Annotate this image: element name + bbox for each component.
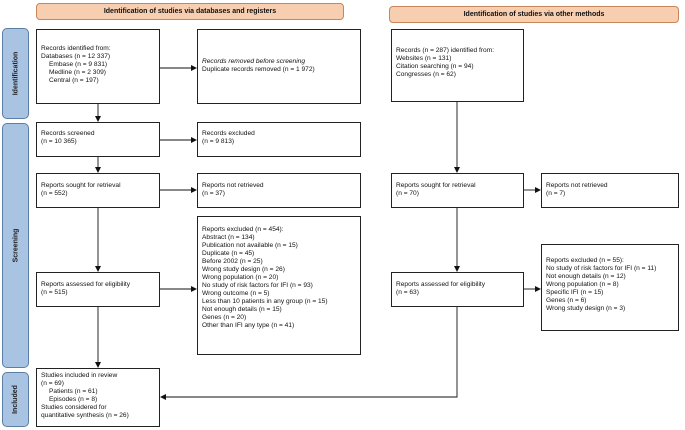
box-text-line: Reports assessed for eligibility <box>396 281 486 288</box>
other-reports-not-retrieved-box: Reports not retrieved (n = 7) <box>541 173 679 208</box>
records-screened-box: Records screened (n = 10 365) <box>36 122 160 157</box>
box-text-line: Congresses (n = 62) <box>396 71 456 78</box>
box-text-line: Patients (n = 61) <box>49 388 98 395</box>
box-text-line: Wrong outcome (n = 5) <box>202 290 270 297</box>
box-text-line: (n = 69) <box>41 380 64 387</box>
box-text-line: Databases (n = 12 337) <box>41 53 111 60</box>
box-text-line: Reports assessed for eligibility <box>41 281 131 288</box>
box-text-line: Reports excluded (n = 454): <box>202 226 284 233</box>
box-text-line: Records (n = 287) identified from: <box>396 47 495 54</box>
box-text-line: Episodes (n = 8) <box>49 396 98 403</box>
box-text-line: Citation searching (n = 94) <box>396 63 474 70</box>
box-text-line: Wrong study design (n = 26) <box>202 266 285 273</box>
box-text-line: Studies included in review <box>41 372 118 379</box>
phase-identification: Identification <box>2 28 29 119</box>
other-records-identified-box: Records (n = 287) identified from: Websi… <box>391 29 524 102</box>
other-reports-excluded-box: Reports excluded (n = 55): No study of r… <box>541 244 679 331</box>
header-other-methods: Identification of studies via other meth… <box>389 6 679 23</box>
box-text-line: Wrong population (n = 8) <box>546 281 619 288</box>
other-reports-assessed-box: Reports assessed for eligibility (n = 63… <box>391 272 524 307</box>
box-text-line: Before 2002 (n = 25) <box>202 258 263 265</box>
box-text-line: Publication not available (n = 15) <box>202 242 298 249</box>
box-text-line: No study of risk factors for IFI (n = 93… <box>202 282 313 289</box>
other-reports-sought-box: Reports sought for retrieval (n = 70) <box>391 173 524 208</box>
box-text-line: Not enough details (n = 12) <box>546 273 626 280</box>
box-text-line: Reports excluded (n = 55): <box>546 257 624 264</box>
reports-assessed-box: Reports assessed for eligibility (n = 51… <box>36 272 160 307</box>
records-removed-title: Records removed before screening <box>202 58 305 65</box>
box-text-line: (n = 7) <box>546 190 566 197</box>
reports-excluded-box: Reports excluded (n = 454): Abstract (n … <box>197 216 361 355</box>
box-text-line: Other than IFI any type (n = 41) <box>202 322 295 329</box>
box-text-line: Less than 10 patients in any group (n = … <box>202 298 328 305</box>
box-text-line: Medline (n = 2 309) <box>49 69 106 76</box>
box-text-line: Records excluded <box>202 130 255 137</box>
box-text-line: Specific IFI (n = 15) <box>546 289 604 296</box>
box-text-line: (n = 70) <box>396 190 419 197</box>
box-text-line: Reports not retrieved <box>202 182 264 189</box>
box-text-line: Genes (n = 6) <box>546 297 587 304</box>
box-text-line: (n = 552) <box>41 190 68 197</box>
studies-included-box: Studies included in review (n = 69) Pati… <box>36 368 160 427</box>
box-text-line: Abstract (n = 134) <box>202 234 255 241</box>
records-excluded-box: Records excluded (n = 9 813) <box>197 122 361 157</box>
box-text-line: Wrong population (n = 20) <box>202 274 279 281</box>
records-identified-box: Records identified from: Databases (n = … <box>36 29 160 104</box>
records-removed-box: Records removed before screening Duplica… <box>197 29 361 104</box>
box-text-line: Records identified from: <box>41 45 111 52</box>
box-text-line: Embase (n = 9 831) <box>49 61 108 68</box>
box-text-line: Central (n = 197) <box>49 77 99 84</box>
phase-included: Included <box>2 372 29 427</box>
reports-not-retrieved-box: Reports not retrieved (n = 37) <box>197 173 361 208</box>
box-text-line: Websites (n = 131) <box>396 55 452 62</box>
box-text-line: Duplicate (n = 45) <box>202 250 255 257</box>
box-text-line: No study of risk factors for IFI (n = 11… <box>546 265 657 272</box>
header-databases: Identification of studies via databases … <box>36 3 344 20</box>
phase-screening: Screening <box>2 123 29 368</box>
box-text-line: Genes (n = 20) <box>202 314 247 321</box>
box-text-line: (n = 63) <box>396 289 419 296</box>
box-text-line: Reports sought for retrieval <box>41 182 121 189</box>
box-text-line: Duplicate records removed (n = 1 972) <box>202 66 315 73</box>
box-text-line: (n = 37) <box>202 190 225 197</box>
box-text-line: (n = 515) <box>41 289 68 296</box>
box-text-line: Reports not retrieved <box>546 182 608 189</box>
box-text-line: (n = 9 813) <box>202 138 235 145</box>
box-text-line: (n = 10 365) <box>41 138 77 145</box>
box-text-line: Studies considered for <box>41 404 107 411</box>
box-text-line: Records screened <box>41 130 95 137</box>
box-text-line: quantitative synthesis (n = 26) <box>41 412 129 419</box>
arrow-other-assessed-to-included <box>160 307 458 400</box>
reports-sought-box: Reports sought for retrieval (n = 552) <box>36 173 160 208</box>
box-text-line: Not enough details (n = 15) <box>202 306 282 313</box>
box-text-line: Reports sought for retrieval <box>396 182 476 189</box>
box-text-line: Wrong study design (n = 3) <box>546 305 626 312</box>
